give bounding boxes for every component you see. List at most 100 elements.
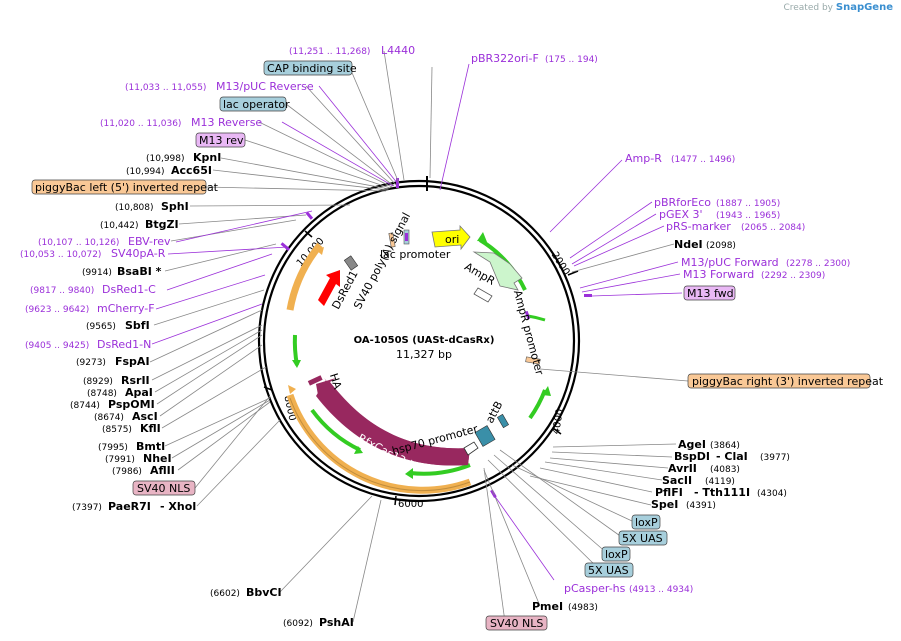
- svg-text:(2065 .. 2084): (2065 .. 2084): [741, 223, 805, 233]
- svg-text:(2292 .. 2309): (2292 .. 2309): [761, 271, 825, 281]
- coordinate-ticks: 2000 4000 6000 8000 10,000: [263, 230, 579, 510]
- primer-m13-reverse: M13 Reverse: [191, 116, 262, 129]
- enzyme-bmti: BmtI: [136, 440, 165, 453]
- svg-text:(11,033 .. 11,055): (11,033 .. 11,055): [125, 83, 206, 93]
- primer-amp-r: Amp-R: [625, 152, 662, 165]
- enzyme-sbfi: SbfI: [125, 319, 150, 332]
- box-sv40-nls-bottom: SV40 NLS: [490, 617, 543, 630]
- svg-text:(10,808): (10,808): [115, 203, 154, 213]
- enzyme-bbvci: BbvCI: [246, 586, 282, 599]
- primer-sv40pa-r: SV40pA-R: [111, 247, 166, 260]
- primer-lines: [151, 63, 683, 581]
- ori-arrow: [431, 224, 471, 251]
- svg-text:(3977): (3977): [760, 453, 790, 463]
- enzyme-spei: SpeI: [651, 498, 678, 511]
- connector-lines: [149, 50, 689, 623]
- snapgene-credit: Created by SnapGene: [783, 2, 893, 13]
- svg-text:(2278 .. 2300): (2278 .. 2300): [786, 259, 850, 269]
- svg-text:(6602): (6602): [210, 589, 240, 599]
- svg-text:(9565): (9565): [86, 322, 116, 332]
- svg-text:(1477 .. 1496): (1477 .. 1496): [671, 155, 735, 165]
- svg-text:(4913 .. 4934): (4913 .. 4934): [629, 585, 693, 595]
- svg-text:(9914): (9914): [82, 268, 112, 278]
- box-5x-uas-1: 5X UAS: [622, 532, 663, 545]
- enzyme-sphi: SphI: [161, 200, 189, 213]
- svg-text:(9623 .. 9642): (9623 .. 9642): [25, 305, 89, 315]
- enzyme-nhei: NheI: [143, 452, 172, 465]
- ha-label: HA: [327, 372, 344, 391]
- box-piggybac-left: piggyBac left (5') inverted repeat: [35, 181, 219, 194]
- box-5x-uas-2: 5X UAS: [588, 564, 629, 577]
- svg-text:(9405 .. 9425): (9405 .. 9425): [25, 341, 89, 351]
- enzyme-clai: - ClaI: [716, 450, 748, 463]
- svg-text:(10,442): (10,442): [100, 221, 139, 231]
- svg-text:(7986): (7986): [112, 467, 142, 477]
- svg-text:(10,998): (10,998): [146, 154, 185, 164]
- plasmid-length: 11,327 bp: [396, 348, 452, 361]
- box-loxp-1: loxP: [635, 516, 658, 529]
- primer-pbr322ori-f: pBR322ori-F: [471, 52, 539, 65]
- enzyme-avrii: AvrII: [668, 462, 697, 475]
- svg-text:(2098): (2098): [706, 241, 736, 251]
- svg-text:(11,020 .. 11,036): (11,020 .. 11,036): [100, 119, 181, 129]
- box-sv40-nls-left: SV40 NLS: [137, 482, 190, 495]
- enzyme-rsrii: RsrII: [121, 374, 150, 387]
- svg-text:(10,053 .. 10,072): (10,053 .. 10,072): [20, 250, 101, 260]
- primer-prs-marker: pRS-marker: [666, 220, 731, 233]
- enzyme-pspomi: PspOMI: [108, 398, 155, 411]
- svg-text:(1943 .. 1965): (1943 .. 1965): [716, 211, 780, 221]
- svg-text:(4391): (4391): [686, 501, 716, 511]
- enzyme-btgzi: BtgZI: [145, 218, 179, 231]
- backbone-inner: [262, 184, 576, 498]
- enzyme-fspai: FspAI: [115, 355, 150, 368]
- box-cap-binding-site: CAP binding site: [267, 62, 357, 75]
- svg-text:(10,994): (10,994): [126, 167, 165, 177]
- ampr-arrow: [472, 251, 523, 291]
- box-loxp-2: loxP: [605, 548, 628, 561]
- enzyme-aflii: AflII: [150, 464, 175, 477]
- enzyme-bsabi: BsaBI *: [117, 265, 162, 278]
- svg-text:(11,251 .. 11,268): (11,251 .. 11,268): [289, 47, 370, 57]
- enzyme-xhoi: - XhoI: [160, 500, 196, 513]
- enzyme-kfli: KflI: [140, 422, 161, 435]
- svg-text:(8929): (8929): [83, 377, 113, 387]
- green-arrow-bottom: [409, 463, 471, 476]
- svg-text:(7397): (7397): [72, 503, 102, 513]
- primer-m13-puc-forward: M13/pUC Forward: [681, 256, 779, 269]
- enzyme-pflfi: PflFI: [655, 486, 683, 499]
- primer-l4440: L4440: [381, 44, 415, 57]
- primer-mcherry-f: mCherry-F: [97, 302, 155, 315]
- svg-text:(4983): (4983): [568, 603, 598, 613]
- svg-text:(8575): (8575): [102, 425, 132, 435]
- feature-boxes: CAP binding site lac operator M13 rev pi…: [31, 60, 884, 631]
- svg-text:(3864): (3864): [710, 441, 740, 451]
- primer-pcasper-hs: pCasper-hs: [564, 582, 626, 595]
- enzyme-agei: AgeI: [678, 438, 706, 451]
- enzyme-ndei: NdeI: [674, 238, 703, 251]
- backbone-outer: [257, 179, 581, 503]
- green-arrow-bottom-left: [310, 408, 361, 452]
- green-arrow-right: [528, 389, 547, 420]
- tick-label-4000: 4000: [551, 408, 566, 435]
- orange-arc-left: [286, 242, 323, 311]
- left-enzymes: (10,998) KpnI (10,994) Acc65I (10,808) S…: [70, 151, 221, 477]
- enzyme-acc65i: Acc65I: [171, 164, 212, 177]
- enzyme-pmei: PmeI: [532, 600, 563, 613]
- primers: (11,251 .. 11,268) L4440 pBR322ori-F (17…: [20, 44, 850, 595]
- right-enzymes: NdeI (2098) AgeI (3864) BspDI - ClaI (39…: [651, 238, 790, 511]
- tick-label-2000: 2000: [549, 250, 572, 277]
- svg-text:(8748): (8748): [87, 389, 117, 399]
- svg-text:(7991): (7991): [105, 455, 135, 465]
- svg-text:(175 .. 194): (175 .. 194): [545, 55, 598, 65]
- primer-m13-puc-reverse: M13/pUC Reverse: [216, 80, 314, 93]
- primer-dsred1-n: DsRed1-N: [97, 338, 151, 351]
- svg-text:(9273): (9273): [76, 358, 106, 368]
- svg-text:(7995): (7995): [98, 443, 128, 453]
- primer-pgex3: pGEX 3': [659, 208, 703, 221]
- box-piggybac-right: piggyBac right (3') inverted repeat: [692, 375, 884, 388]
- svg-text:(8674): (8674): [94, 413, 124, 423]
- box-m13-rev: M13 rev: [199, 134, 244, 147]
- svg-text:(8744): (8744): [70, 401, 100, 411]
- enzyme-asci: AscI: [132, 410, 158, 423]
